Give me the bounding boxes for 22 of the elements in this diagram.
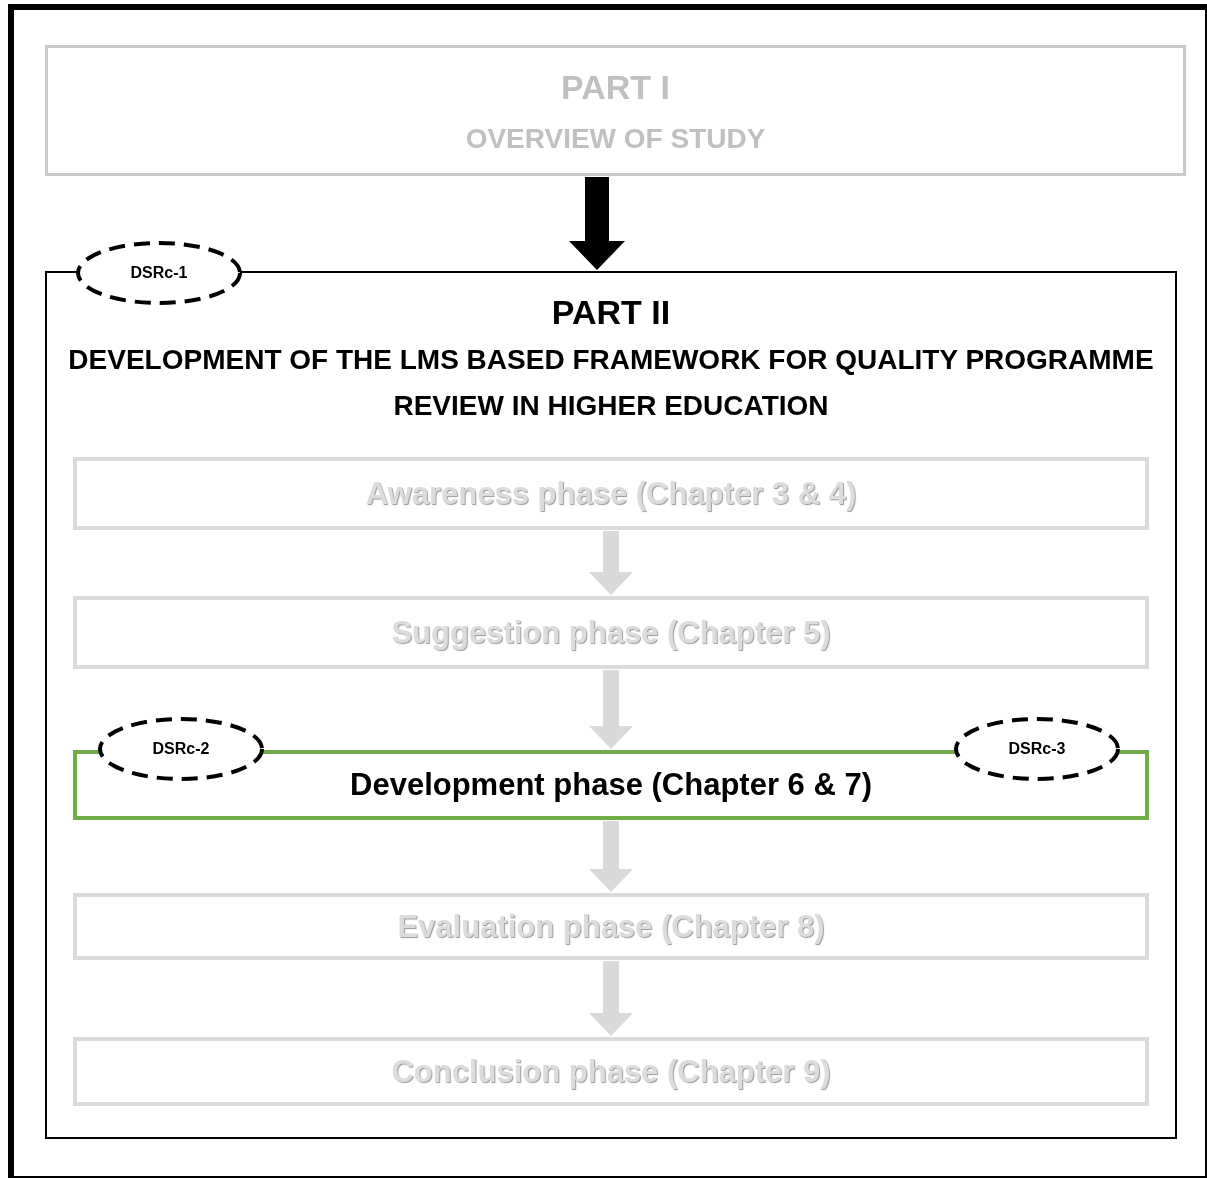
part-subtitle: DEVELOPMENT OF THE LMS BASED FRAMEWORK FOR QUALITY PROGRAMME REVIEW IN HIGHER EDUCATION — [67, 343, 1155, 423]
phase-box — [73, 596, 1149, 669]
ellipse-label: DSRc-3 — [1008, 740, 1066, 758]
part-title: PART II — [551, 292, 671, 333]
phase-box — [73, 457, 1149, 530]
phase-label: Awareness phase (Chapter 3 & 4) — [365, 475, 857, 512]
phase-box — [73, 1037, 1149, 1106]
ellipse-label: DSRc-1 — [130, 264, 188, 282]
part-box — [45, 45, 1186, 176]
block-arrow — [589, 670, 633, 749]
phase-label: Suggestion phase (Chapter 5) — [391, 614, 831, 651]
part-subtitle: OVERVIEW OF STUDY — [465, 121, 766, 156]
block-arrow — [589, 821, 633, 892]
phase-label: Evaluation phase (Chapter 8) — [397, 908, 825, 945]
block-arrow — [589, 961, 633, 1036]
block-arrow — [569, 177, 625, 270]
part-title: PART I — [561, 66, 670, 108]
phase-label: Development phase (Chapter 6 & 7) — [350, 767, 872, 803]
phase-label: Conclusion phase (Chapter 9) — [391, 1053, 831, 1090]
ellipse-label: DSRc-2 — [152, 740, 210, 758]
phase-box — [73, 893, 1149, 960]
block-arrow — [589, 531, 633, 595]
